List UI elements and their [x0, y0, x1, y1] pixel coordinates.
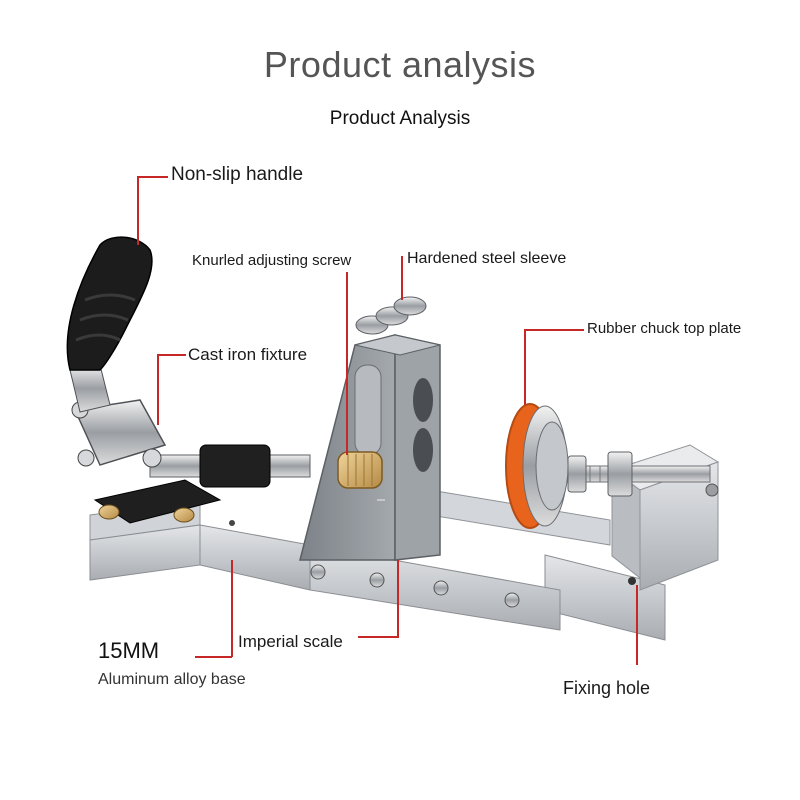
page-title: Product analysis [263, 44, 537, 85]
clamp-base [93, 479, 222, 524]
threaded-rod [559, 451, 711, 497]
leader-lines [137, 176, 638, 665]
handle-grip [66, 236, 153, 371]
cast-iron-fixture-body [299, 334, 441, 561]
callout-imperial-scale: Imperial scale [238, 632, 343, 651]
clamp-plunger [149, 444, 311, 488]
callout-rubber-chuck: Rubber chuck top plate [587, 320, 742, 337]
callout-cast-iron-fixture: Cast iron fixture [188, 345, 308, 364]
knurled-screw [337, 451, 383, 489]
callout-non-slip-handle: Non-slip handle [171, 164, 304, 185]
callout-fixing-hole: Fixing hole [563, 678, 651, 698]
page-subtitle: Product Analysis [329, 108, 471, 129]
callout-base-size: 15MM [98, 638, 160, 663]
handle-linkage [69, 364, 167, 468]
steel-sleeves [355, 296, 427, 335]
callout-knurled-screw: Knurled adjusting screw [192, 252, 352, 269]
callout-steel-sleeve: Hardened steel sleeve [407, 250, 567, 267]
rubber-chuck-plate [505, 403, 569, 529]
callout-aluminum-base: Aluminum alloy base [98, 671, 246, 688]
base-screws [310, 564, 520, 608]
aluminum-base [89, 499, 636, 631]
